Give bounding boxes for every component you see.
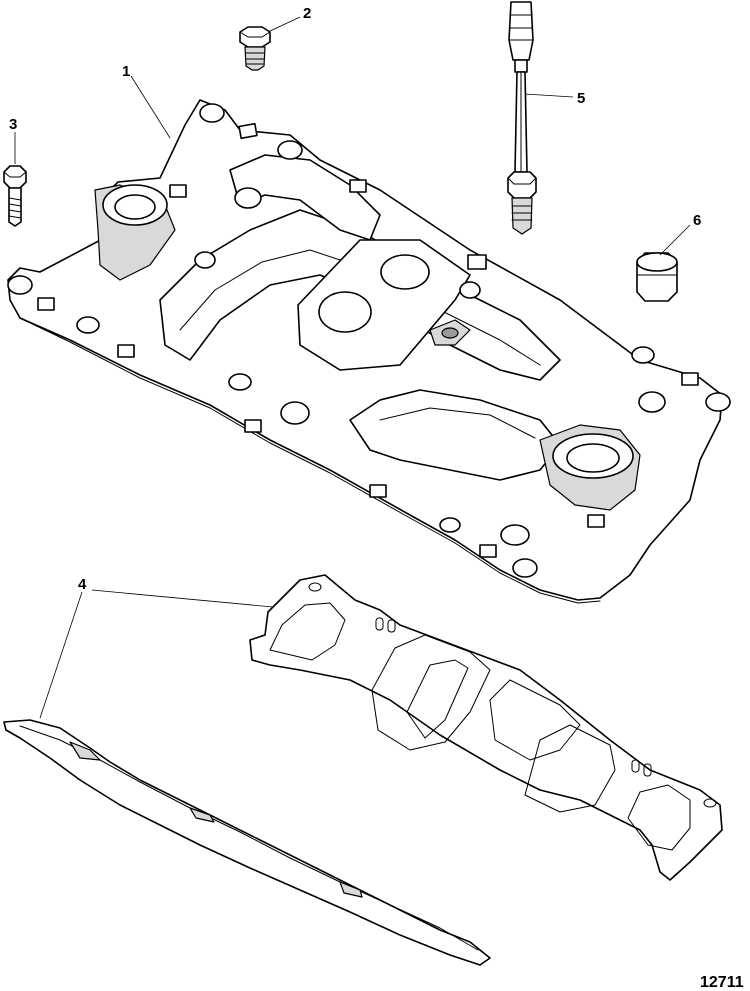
pipe-plug-icon <box>239 26 271 71</box>
bolt-icon <box>3 165 27 227</box>
callout-5: 5 <box>577 90 585 107</box>
cup-plug-icon <box>636 252 678 302</box>
leader-lines <box>14 16 691 719</box>
callout-6: 6 <box>693 212 701 229</box>
callout-labels: 1 2 3 4 5 6 <box>9 5 701 593</box>
intake-manifold-icon <box>7 99 731 604</box>
callout-1: 1 <box>122 63 130 80</box>
manifold-gasket-icon <box>3 574 723 966</box>
temperature-sensor-icon <box>507 1 537 235</box>
callout-2: 2 <box>303 5 311 22</box>
figure-number: 12711 <box>700 974 744 991</box>
callout-3: 3 <box>9 116 17 133</box>
callout-4: 4 <box>78 576 87 593</box>
